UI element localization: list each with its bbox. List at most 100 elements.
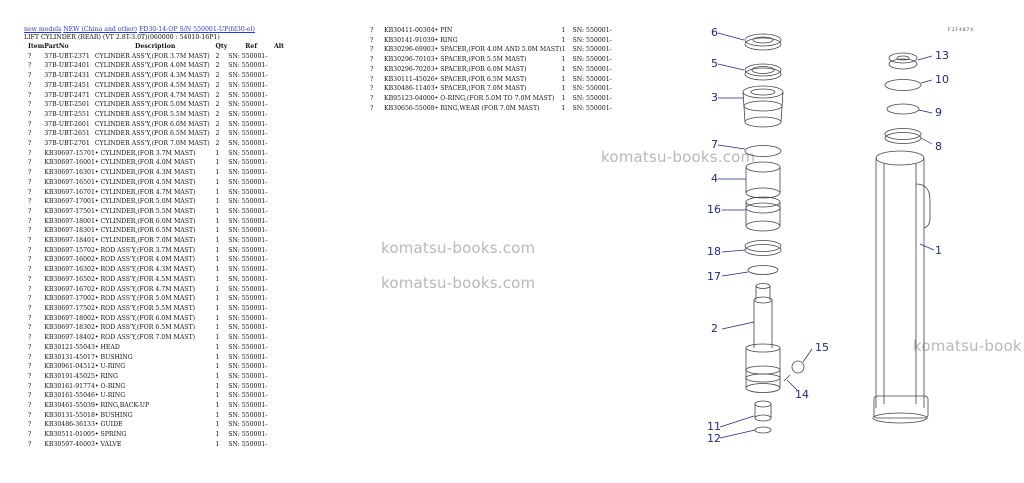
cell-qty: 1 <box>561 36 566 44</box>
cell-item: ? <box>28 188 32 196</box>
watermark: komatsu-books.com <box>381 274 536 292</box>
cell-item: ? <box>28 52 32 60</box>
watermark: komatsu-books.com <box>601 148 756 166</box>
cell-partno: KB30697-18301 <box>44 227 95 235</box>
cell-alt <box>274 275 284 285</box>
cell-ref: SN: 550001- <box>228 334 268 342</box>
cell-ref: SN: 550001- <box>228 440 268 448</box>
table-row: ?KB30697-18302• ROD ASS'Y,(FOR 6.5M MAST… <box>24 323 284 333</box>
cell-ref: SN: 550001- <box>228 72 268 80</box>
part-6-ring-icon <box>744 33 782 51</box>
cell-qty: 1 <box>215 411 220 419</box>
cell-ref: SN: 550001- <box>228 382 268 390</box>
col-header-item: Item <box>28 43 45 50</box>
cell-partno: 37B-UBT-2371 <box>44 52 90 60</box>
cell-qty: 1 <box>215 169 220 177</box>
cell-item: ? <box>28 324 32 332</box>
cell-item: ? <box>28 246 32 254</box>
cell-alt <box>627 104 637 114</box>
part-18-ring-icon <box>744 240 782 256</box>
cell-partno: KB30697-16302 <box>44 266 95 274</box>
cylinder-diagram-svg <box>717 32 935 439</box>
cell-alt <box>274 353 284 363</box>
cell-alt <box>627 36 637 46</box>
cell-alt <box>274 304 284 314</box>
cell-qty: 1 <box>215 188 220 196</box>
cell-ref: SN: 550001- <box>228 120 268 128</box>
cell-alt <box>274 178 284 188</box>
cell-qty: 1 <box>215 353 220 361</box>
cell-ref: SN: 550001- <box>228 266 268 274</box>
cell-qty: 1 <box>215 304 220 312</box>
cell-partno: KB30121-55043 <box>44 343 95 351</box>
cell-description: • U-RING <box>94 392 126 400</box>
cell-qty: 1 <box>561 85 566 93</box>
cell-partno: KB30296-70203 <box>384 65 435 73</box>
cell-item: ? <box>28 237 32 245</box>
cell-qty: 1 <box>561 65 566 73</box>
table-row: ?KB30697-17001• CYLINDER,(FOR 5.0M MAST)… <box>24 197 284 207</box>
cell-item: ? <box>28 314 32 322</box>
cell-ref: SN: 550001- <box>228 421 268 429</box>
table-row: ?KB95123-04000• O-RING,(FOR 5.0M TO 7.0M… <box>370 94 637 104</box>
cell-description: • PIN <box>434 27 453 34</box>
cell-item: ? <box>28 304 32 312</box>
cell-partno: KB30697-18302 <box>44 324 95 332</box>
cell-alt <box>274 440 284 450</box>
cell-qty: 2 <box>215 120 220 128</box>
cell-alt <box>627 26 637 36</box>
cell-item: ? <box>28 81 32 89</box>
cell-qty: 1 <box>561 75 566 83</box>
cell-partno: KB30697-15702 <box>44 246 95 254</box>
cell-ref: SN: 550001- <box>572 27 612 34</box>
cell-ref: SN: 550001- <box>228 159 268 167</box>
cell-partno: KB30161-55046 <box>44 392 95 400</box>
cell-description: • ROD ASS'Y,(FOR 5.0M MAST) <box>94 295 196 303</box>
watermark: komatsu-book <box>913 337 1022 355</box>
part-1-cylinder-tube-icon <box>872 150 931 424</box>
cell-ref: SN: 550001- <box>228 217 268 225</box>
cell-qty: 1 <box>215 275 220 283</box>
cell-alt <box>274 343 284 353</box>
cell-alt <box>274 314 284 324</box>
callout-label: 15 <box>815 341 829 354</box>
cell-partno: KB30697-18401 <box>44 237 95 245</box>
table-row: ?KB30697-16001• CYLINDER,(FOR 4.0M MAST)… <box>24 158 284 168</box>
cell-qty: 1 <box>215 421 220 429</box>
cell-description: • O-RING,(FOR 5.0M TO 7.0M MAST) <box>434 94 555 102</box>
leader-lines <box>717 32 935 439</box>
cell-alt <box>627 94 637 104</box>
cell-partno: 37B-UBT-2701 <box>44 140 90 148</box>
cell-description: • ROD ASS'Y,(FOR 7.0M MAST) <box>94 334 196 342</box>
cell-qty: 1 <box>215 314 220 322</box>
cell-description: • O-RING <box>94 382 126 390</box>
cell-qty: 2 <box>215 140 220 148</box>
table-row: ?KB30697-18301• CYLINDER,(FOR 6.5M MAST)… <box>24 226 284 236</box>
part-12-spring-icon <box>754 426 772 434</box>
cell-partno: KB30697-16701 <box>44 188 95 196</box>
cell-qty: 1 <box>215 382 220 390</box>
table-header-row: Item PartNo Description Qty Ref Alt <box>24 42 284 52</box>
cell-item: ? <box>28 285 32 293</box>
cell-description: CYLINDER ASS'Y,(FOR 5.0M MAST) <box>94 101 210 109</box>
cell-alt <box>274 285 284 295</box>
cell-qty: 1 <box>215 207 220 215</box>
cell-description: • GUIDE <box>94 421 123 429</box>
cell-partno: KB30697-16301 <box>44 169 95 177</box>
callout-label: 14 <box>795 388 809 401</box>
col-header-ref: Ref <box>245 43 257 50</box>
breadcrumb-link-region[interactable]: NEW (China and other) <box>63 26 138 33</box>
cell-qty: 1 <box>215 159 220 167</box>
breadcrumb-link-new-models[interactable]: new models <box>24 26 62 33</box>
cell-ref: SN: 550001- <box>228 101 268 109</box>
breadcrumb-link-model[interactable]: FD30-14-OP S/N 550001-UP(fd30-el) <box>139 26 255 33</box>
cell-item: ? <box>28 149 32 157</box>
cell-item: ? <box>28 266 32 274</box>
cell-partno: KB30486-11403 <box>384 85 435 93</box>
